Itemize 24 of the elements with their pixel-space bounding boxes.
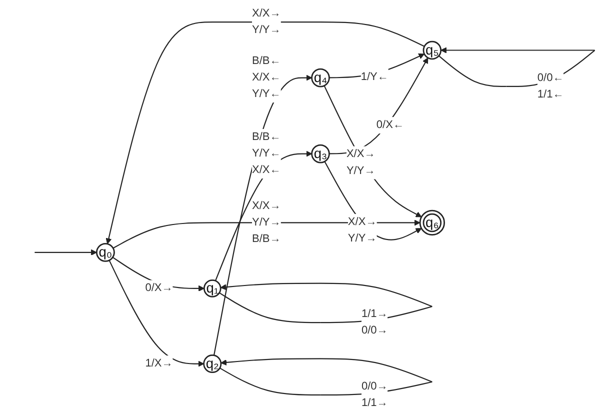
- edge-label: X/X→ Y/Y→: [252, 8, 281, 36]
- arrow: [34, 249, 97, 256]
- edge-label: X/X→ Y/Y→: [346, 148, 376, 177]
- edge-label: 1/1→ 0/0→: [361, 308, 388, 336]
- arrow: [108, 260, 204, 367]
- node-circle: q₂: [203, 354, 222, 374]
- edge-label: X/X→ Y/Y→ B/B→: [252, 200, 281, 245]
- edge-label: 0/0← 1/1←: [537, 72, 564, 100]
- node-circle: q₅: [422, 40, 442, 60]
- edge-label: 1/Y←: [360, 70, 388, 83]
- arrow: [214, 150, 312, 281]
- node-circle: q₁: [203, 280, 222, 298]
- edge-label: B/B← Y/Y← X/X←: [252, 131, 281, 176]
- node-circle: q₆: [419, 210, 445, 236]
- edge-label: 0/0→ 1/1→: [361, 380, 388, 409]
- node-circle: q₄: [311, 68, 330, 88]
- edge-label: B/B← X/X← Y/Y←: [252, 55, 281, 100]
- edge-label: 1/X→: [145, 358, 173, 370]
- edge-label: 0/X→: [145, 282, 173, 294]
- edge-label: 0/X←: [376, 119, 404, 131]
- node-circle: q₀: [96, 242, 115, 262]
- edge-label: X/X→ Y/Y→: [348, 216, 377, 244]
- node-circle: q₃: [311, 144, 330, 164]
- arrow: [324, 85, 422, 218]
